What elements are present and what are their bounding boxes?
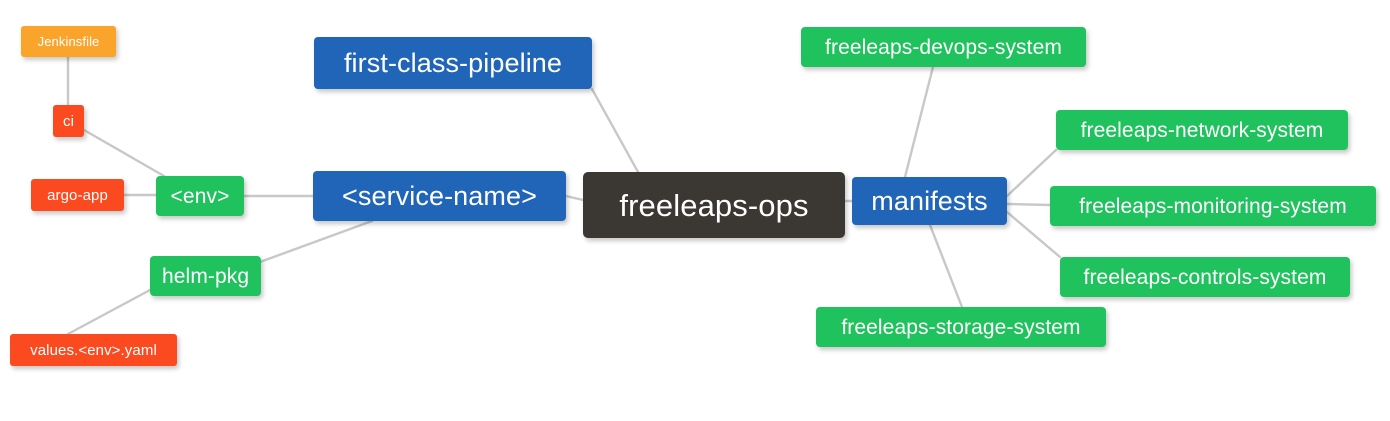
mindmap-node-label: freeleaps-monitoring-system [1079, 194, 1347, 218]
edge-env-ci [82, 128, 166, 178]
mindmap-node-manifests[interactable]: manifests [852, 177, 1007, 225]
mindmap-node-jenkinsfile[interactable]: Jenkinsfile [21, 26, 116, 57]
edge-manifests-storage [928, 223, 964, 309]
mindmap-node-service-name[interactable]: <service-name> [313, 171, 566, 221]
edge-manifests-network [1005, 148, 1058, 198]
mindmap-node-label: values.<env>.yaml [30, 341, 157, 359]
edge-service-helm [258, 219, 374, 264]
mindmap-node-label: <env> [170, 184, 230, 208]
mindmap-node-label: manifests [871, 185, 988, 216]
mindmap-node-freeleaps-network-system[interactable]: freeleaps-network-system [1056, 110, 1348, 150]
mindmap-node-ci[interactable]: ci [53, 105, 84, 137]
mindmap-node-label: ci [62, 112, 75, 130]
mindmap-node-values-yaml[interactable]: values.<env>.yaml [10, 334, 177, 366]
mindmap-node-env[interactable]: <env> [156, 176, 244, 216]
mindmap-node-argo-app[interactable]: argo-app [31, 179, 124, 211]
mindmap-node-label: freeleaps-ops [619, 187, 809, 223]
edge-manifests-devops [903, 65, 935, 179]
mindmap-node-label: freeleaps-storage-system [841, 315, 1081, 339]
mindmap-node-label: freeleaps-controls-system [1083, 265, 1327, 289]
edge-ops-service [564, 194, 585, 202]
mindmap-node-freeleaps-controls-system[interactable]: freeleaps-controls-system [1060, 257, 1350, 297]
mindmap-node-label: <service-name> [342, 180, 537, 211]
mindmap-node-freeleaps-devops-system[interactable]: freeleaps-devops-system [801, 27, 1086, 67]
mindmap-node-first-class-pipeline[interactable]: first-class-pipeline [314, 37, 592, 89]
mindmap-node-freeleaps-monitoring-system[interactable]: freeleaps-monitoring-system [1050, 186, 1376, 226]
mindmap-node-label: freeleaps-network-system [1080, 118, 1324, 142]
edge-ops-pipeline [590, 87, 640, 174]
mindmap-node-label: helm-pkg [162, 264, 250, 288]
edge-manifests-monitoring [1005, 202, 1052, 207]
mindmap-node-label: first-class-pipeline [343, 47, 563, 78]
mindmap-node-label: Jenkinsfile [37, 34, 100, 49]
mindmap-node-freeleaps-storage-system[interactable]: freeleaps-storage-system [816, 307, 1106, 347]
mindmap-node-label: freeleaps-devops-system [825, 35, 1062, 59]
mindmap-node-freeleaps-ops[interactable]: freeleaps-ops [583, 172, 845, 238]
mindmap-node-helm-pkg[interactable]: helm-pkg [150, 256, 262, 296]
edge-helm-values [66, 288, 152, 336]
mindmap-node-label: argo-app [47, 186, 108, 204]
